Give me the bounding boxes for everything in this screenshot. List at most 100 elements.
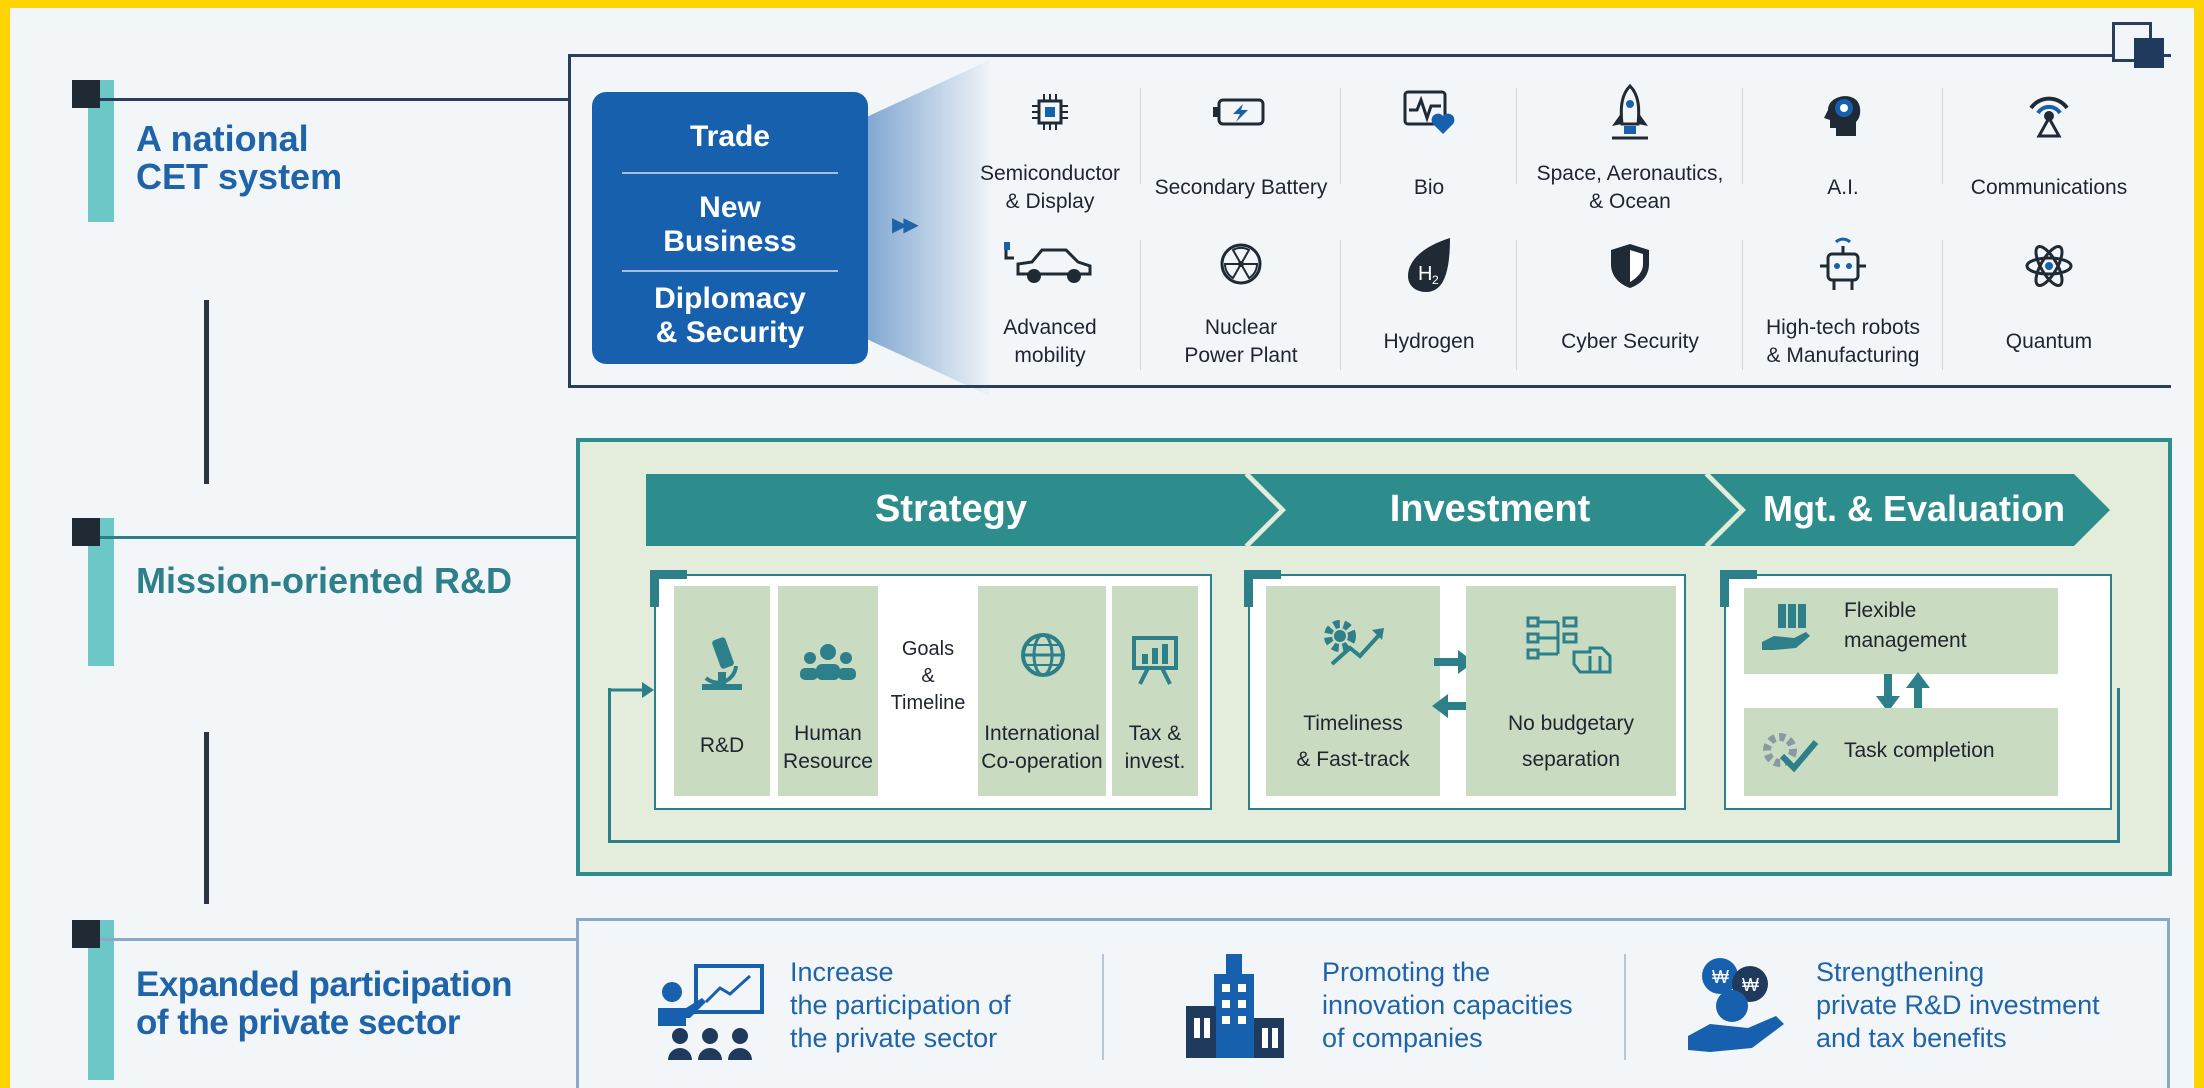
flex-label-1: Flexible	[1844, 599, 1917, 622]
strategy-rd-label: R&D	[699, 734, 745, 757]
industry-quantum: Quantum	[1944, 236, 2154, 376]
investment-timeliness-tile: Timeliness & Fast-track	[1266, 586, 1440, 796]
private-sep-2	[1624, 954, 1626, 1060]
svg-text:2: 2	[1432, 273, 1439, 287]
grid-sep	[1742, 88, 1743, 184]
private-sep-1	[1102, 954, 1104, 1060]
svg-text:₩: ₩	[1712, 967, 1729, 987]
rocket-icon	[1612, 84, 1648, 140]
ai-label: A.I.	[1827, 176, 1859, 199]
industry-space: Space, Aeronautics, & Ocean	[1518, 84, 1742, 224]
strengthen-line3: and tax benefits	[1816, 1023, 2007, 1053]
space-label-1: Space, Aeronautics,	[1536, 162, 1724, 185]
semiconductor-label-1: Semiconductor	[979, 162, 1121, 185]
industry-mobility: Advanced mobility	[960, 236, 1140, 376]
private-title-line1: Expanded participation	[136, 965, 513, 1004]
strategy-goals-label-2: &	[921, 665, 935, 687]
cet-section-title: A national CET system	[136, 120, 342, 196]
gear-growth-icon	[1324, 620, 1384, 666]
strategy-hr-label-2: Resource	[783, 750, 873, 773]
comms-label: Communications	[1970, 176, 2128, 199]
mobility-label-1: Advanced	[1003, 316, 1097, 339]
industry-robots: High-tech robots & Manufacturing	[1744, 236, 1942, 376]
vertical-separator-2	[204, 732, 209, 904]
cet-frame	[568, 54, 2171, 388]
industry-cyber: Cyber Security	[1518, 236, 1742, 376]
investment-corner	[1244, 570, 1281, 607]
battery-label: Secondary Battery	[1154, 176, 1328, 199]
investment-budget-tile: No budgetary separation	[1466, 586, 1676, 796]
flex-label-2: management	[1844, 629, 1967, 652]
stage-mgt-evaluation: Mgt. & Evaluation	[1762, 488, 2065, 529]
grid-sep	[1942, 240, 1943, 370]
globe-icon	[1021, 633, 1065, 677]
cet-item-new-business: New Business	[614, 180, 846, 270]
space-label-2: & Ocean	[1589, 190, 1671, 213]
strategy-hr-tile: Human Resource	[778, 586, 878, 796]
strategy-intl-label-2: Co-operation	[981, 750, 1103, 773]
industry-battery: Secondary Battery	[1142, 84, 1340, 224]
feedback-loop-line	[608, 688, 2120, 843]
private-title-line2: of the private sector	[136, 1003, 461, 1042]
mobility-label-2: mobility	[1014, 344, 1086, 367]
strategy-tax-label-1: Tax &	[1128, 722, 1182, 745]
private-section-title: Expanded participation of the private se…	[136, 965, 513, 1042]
people-icon	[800, 644, 856, 680]
hydrogen-label: Hydrogen	[1383, 330, 1475, 353]
promote-line3: of companies	[1322, 1023, 1483, 1053]
coins-hand-icon: ₩ ₩	[1688, 958, 1784, 1052]
hydrogen-icon: H 2	[1408, 238, 1450, 292]
private-promote-text: Promoting the innovation capacities of c…	[1322, 956, 1573, 1055]
svg-text:₩: ₩	[1742, 975, 1759, 995]
promote-line1: Promoting the	[1322, 957, 1491, 987]
strategy-rd-tile: R&D	[674, 586, 770, 796]
mission-marker	[72, 518, 100, 546]
private-marker	[72, 920, 100, 948]
brain-icon	[1824, 96, 1861, 136]
industry-semiconductor: Semiconductor & Display	[960, 84, 1140, 224]
strategy-corner	[650, 570, 687, 607]
strengthen-line1: Strengthening	[1816, 957, 1985, 987]
cet-item-diplomacy: Diplomacy & Security	[614, 276, 846, 356]
grid-sep	[1140, 88, 1141, 184]
microscope-icon	[702, 637, 742, 690]
play-arrows-icon: ▶▶	[892, 214, 919, 236]
gear-check-icon	[1763, 733, 1819, 773]
heartbeat-icon	[1403, 90, 1455, 134]
quantum-label: Quantum	[2005, 330, 2093, 353]
strengthen-line2: private R&D investment	[1816, 990, 2100, 1020]
industry-nuclear: Nuclear Power Plant	[1142, 236, 1340, 376]
industry-bio: Bio	[1342, 84, 1516, 224]
cet-title-line1: A national	[136, 118, 309, 159]
vertical-separator-1	[204, 300, 209, 484]
timeliness-label-2: & Fast-track	[1296, 748, 1410, 771]
strategy-hr-label-1: Human	[794, 722, 862, 745]
up-down-arrows-icon	[1876, 672, 1930, 712]
atom-icon	[2025, 245, 2073, 287]
robots-label-2: & Manufacturing	[1766, 344, 1920, 367]
bio-label: Bio	[1413, 176, 1445, 199]
cet-marker	[72, 80, 100, 108]
corner-square-fill	[2134, 38, 2164, 68]
cet-connector-line	[100, 98, 570, 101]
car-icon	[1004, 242, 1092, 283]
radiation-icon	[1220, 243, 1262, 285]
strategy-goals-label-3: Timeline	[890, 692, 966, 714]
mgt-task-tile: Task completion	[1744, 708, 2058, 796]
strategy-goals-text: Goals & Timeline	[880, 636, 976, 717]
robot-icon	[1820, 237, 1866, 290]
chart-board-icon	[1132, 636, 1178, 685]
binders-hand-icon	[1762, 604, 1810, 650]
stage-chevrons	[646, 474, 2110, 548]
cet-item-trade: Trade	[689, 120, 771, 153]
stage-strategy: Strategy	[874, 487, 1028, 530]
private-increase-text: Increase the participation of the privat…	[790, 956, 1011, 1055]
timeliness-label-1: Timeliness	[1303, 712, 1403, 735]
strategy-tax-tile: Tax & invest.	[1112, 586, 1198, 796]
presentation-icon	[658, 964, 764, 1060]
mgt-corner	[1720, 570, 1757, 607]
grid-sep	[1516, 88, 1517, 184]
cyber-label: Cyber Security	[1561, 330, 1699, 353]
grid-sep	[1942, 88, 1943, 184]
mission-section-title: Mission-oriented R&D	[136, 560, 513, 601]
